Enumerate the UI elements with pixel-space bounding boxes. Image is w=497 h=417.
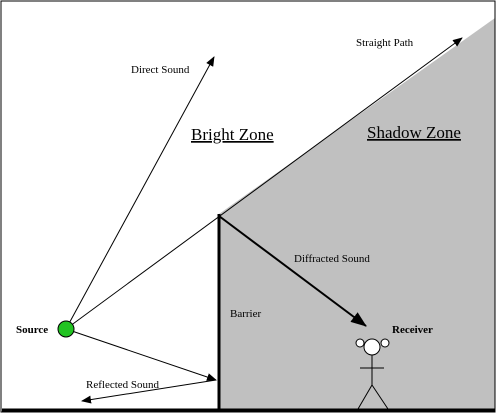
receiver-left-ear bbox=[355, 338, 365, 348]
receiver-right-leg bbox=[371, 384, 389, 410]
straight-path-line bbox=[65, 37, 463, 330]
receiver-label: Receiver bbox=[392, 324, 433, 336]
diffracted-sound-arrow bbox=[218, 215, 367, 327]
receiver-figure bbox=[355, 338, 390, 410]
direct-sound-arrow bbox=[65, 56, 215, 330]
receiver-left-leg bbox=[357, 384, 373, 410]
shadow-zone-region bbox=[219, 18, 495, 412]
receiver-right-ear bbox=[380, 338, 390, 348]
reflected-sound-outgoing-arrow bbox=[81, 379, 217, 404]
source-marker bbox=[57, 320, 75, 338]
straight-path-label: Straight Path bbox=[356, 37, 414, 49]
direct-sound-label: Direct Sound bbox=[131, 64, 190, 76]
diffracted-sound-label: Diffracted Sound bbox=[294, 253, 370, 265]
reflected-sound-label: Reflected Sound bbox=[86, 379, 160, 391]
receiver-head bbox=[363, 338, 381, 356]
barrier-label: Barrier bbox=[230, 308, 261, 320]
source-label: Source bbox=[16, 324, 48, 336]
reflected-sound-incoming-arrow bbox=[65, 328, 217, 381]
shadow-zone-label: Shadow Zone bbox=[367, 123, 461, 142]
bright-zone-label: Bright Zone bbox=[191, 125, 274, 144]
